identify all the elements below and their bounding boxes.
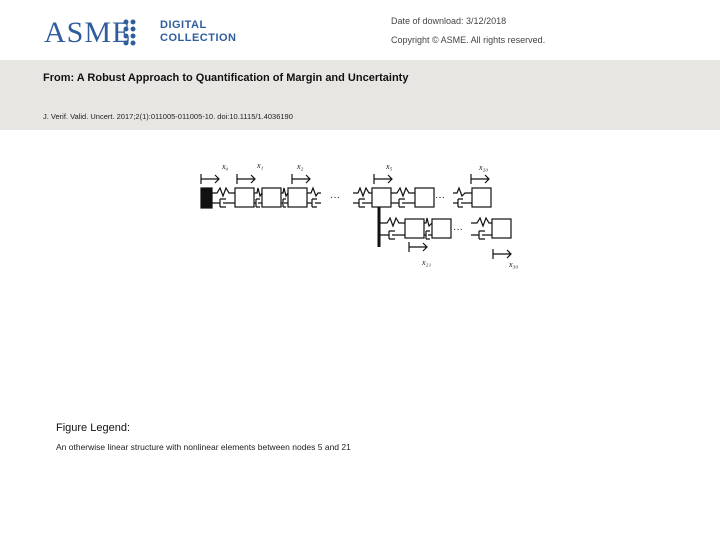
ellipsis-bottom: ··· <box>453 224 463 235</box>
damper-bottom <box>471 230 492 240</box>
logo-collection: COLLECTION <box>160 32 237 44</box>
label-x21: x₂₁ <box>421 258 431 267</box>
label-x20: x₂₀ <box>478 163 488 172</box>
ground-block <box>200 187 213 209</box>
spring-top <box>453 186 472 198</box>
spring-bottom <box>379 216 405 228</box>
mass-node-2 <box>261 187 282 208</box>
arrow-x20 <box>470 174 490 184</box>
spring-top <box>391 186 415 198</box>
damper-top <box>391 198 415 208</box>
damper-top <box>254 198 262 208</box>
mass-node-1 <box>234 187 255 208</box>
download-date: Date of download: 3/12/2018 <box>391 16 507 26</box>
spring-bottom <box>471 216 492 228</box>
figure-legend-heading: Figure Legend: <box>56 422 130 434</box>
mass-node-21 <box>404 218 425 239</box>
structure-diagram: x₀ x₁ x₂ x₅ x₂₀ x₂₁ x₃₀ ··· ··· ··· <box>200 161 518 269</box>
article-citation[interactable]: J. Verif. Valid. Uncert. 2017;2(1):01100… <box>43 112 293 121</box>
logo-dots-icon <box>123 19 136 46</box>
damper-top <box>281 198 288 208</box>
damper-top <box>353 198 372 208</box>
asme-logo[interactable]: ASME DIGITAL COLLECTION <box>36 14 246 50</box>
spring-top <box>212 186 235 198</box>
ellipsis-top-right: ··· <box>435 192 445 203</box>
arrow-x30 <box>492 249 512 259</box>
label-x5: x₅ <box>385 162 393 171</box>
figure-legend-text: An otherwise linear structure with nonli… <box>56 442 351 452</box>
spring-top <box>254 187 263 198</box>
logo-digital: DIGITAL <box>160 19 207 31</box>
ellipsis-top-left: ··· <box>330 192 340 203</box>
article-header-band <box>0 60 720 130</box>
spring-bottom <box>424 217 433 228</box>
copyright-notice: Copyright © ASME. All rights reserved. <box>391 35 546 45</box>
mass-node-20 <box>471 187 492 208</box>
label-x30: x₃₀ <box>508 260 518 269</box>
mass-node-5 <box>371 187 392 208</box>
damper-bottom <box>379 230 405 240</box>
label-x0: x₀ <box>221 162 229 171</box>
damper-top <box>307 198 321 208</box>
spring-top <box>281 187 289 198</box>
label-x1: x₁ <box>256 161 264 170</box>
spring-top <box>307 186 321 198</box>
arrow-x1 <box>236 174 256 184</box>
arrow-x5 <box>373 174 393 184</box>
arrow-x0 <box>200 174 220 184</box>
arrow-x2 <box>291 174 311 184</box>
damper-bottom <box>424 230 432 240</box>
article-title[interactable]: From: A Robust Approach to Quantificatio… <box>43 72 409 84</box>
asme-wordmark: ASME <box>44 16 132 49</box>
mass-node-22 <box>431 218 452 239</box>
mass-node-3 <box>287 187 308 208</box>
arrow-x21 <box>408 242 428 252</box>
mass-node-30 <box>491 218 512 239</box>
damper-top <box>212 198 235 208</box>
mass-node-6 <box>414 187 435 208</box>
label-x2: x₂ <box>296 162 304 171</box>
spring-top <box>353 186 372 198</box>
damper-top <box>453 198 472 208</box>
